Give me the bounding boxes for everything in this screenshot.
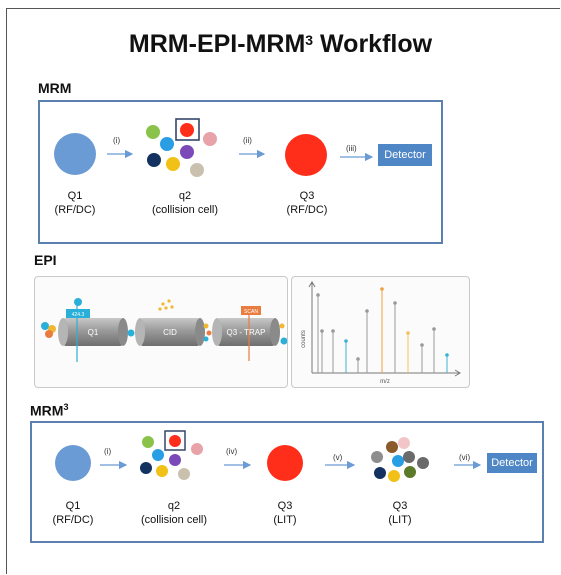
cid-cell (135, 318, 205, 346)
stage-caption: Q3(LIT) (388, 500, 412, 526)
q3-trap (212, 307, 280, 361)
fragment-ions-out (203, 323, 212, 342)
spectrum-x-label: m/z (380, 379, 390, 385)
spectrum-peak-tip (393, 301, 397, 305)
fragment-ion (142, 436, 154, 448)
step-label: (iii) (346, 144, 357, 153)
mrm-section-label: MRM (38, 80, 72, 96)
fragment-ion (160, 137, 174, 151)
fragment-ion (169, 454, 181, 466)
step-label: (v) (333, 453, 343, 462)
fragment-ion (178, 468, 190, 480)
mrm3-panel: (i) (iv) (v) (vi) Detector Q1(RF/DC) q2(… (30, 421, 544, 543)
spectrum-peak-tip (316, 293, 320, 297)
q1-ion (55, 445, 91, 481)
q1-label: Q1 (88, 328, 99, 337)
epi-spectrum-panel: counts m/z (291, 276, 470, 388)
q1-ion (54, 133, 96, 175)
q3-selected-ion (285, 134, 327, 176)
step-label: (i) (104, 447, 112, 456)
mrm3-section-label: MRM3 (30, 402, 69, 419)
step-label: (i) (113, 136, 121, 145)
fragment-ion (191, 443, 203, 455)
stage-caption: q2(collision cell) (151, 190, 219, 216)
q3-selected-ion (267, 445, 303, 481)
detector-box: Detector (378, 144, 432, 166)
spectrum-y-label: counts (301, 330, 307, 348)
detector-box: Detector (487, 453, 537, 473)
epi-instrument-panel: 424.3 Q1 CID Q3 - TRAP SCAN (34, 276, 288, 388)
q2-fragment-cluster (146, 118, 217, 177)
spectrum-peak-tip (356, 357, 360, 361)
mrm-panel: (i) (ii) (iii) Detector Q1(RF/DC) q2(col… (38, 100, 443, 244)
mass-tag-text: 424.3 (72, 312, 85, 318)
epi-spectrum: counts m/z (301, 281, 461, 385)
q3-trap-label: Q3 - TRAP (227, 328, 266, 337)
incoming-ion (45, 330, 53, 338)
spectrum-peak-tip (344, 339, 348, 343)
mrm-diagram (54, 118, 374, 177)
ion-in-transit (127, 329, 135, 337)
spectrum-peak-tip (420, 343, 424, 347)
fragment-ion (203, 132, 217, 146)
selected-ion (169, 435, 181, 447)
scan-tag (241, 306, 261, 315)
step-label: (iv) (226, 447, 238, 456)
fragment-ion (156, 465, 168, 477)
step-label: (ii) (243, 136, 252, 145)
incoming-ion (41, 322, 49, 330)
q1-quadrupole (58, 301, 128, 362)
stage-caption: Q1(RF/DC) (54, 190, 96, 216)
selected-ion-box (164, 430, 186, 451)
step-label: (vi) (459, 453, 471, 462)
scan-tag-text: SCAN (244, 309, 258, 315)
q2-fragment-cluster (140, 430, 203, 480)
spectrum-peak-tip (432, 327, 436, 331)
precursor-ion (74, 298, 82, 306)
page-frame (6, 8, 560, 574)
spectrum-peak-tip (365, 309, 369, 313)
ejected-ions (279, 323, 288, 345)
stage-caption: Q3(LIT) (273, 500, 297, 526)
fragment-ion (190, 163, 204, 177)
selected-ion-box (175, 118, 200, 141)
q3-fragment-cluster (371, 437, 429, 482)
spectrum-peak-tip (445, 353, 449, 357)
stage-caption: Q3(RF/DC) (286, 190, 328, 216)
page-title: MRM-EPI-MRM3 Workflow (128, 30, 433, 58)
mrm3-diagram (55, 430, 482, 482)
fragment-ion (180, 145, 194, 159)
selected-ion (180, 123, 194, 137)
collision-gas (158, 299, 174, 311)
epi-section-label: EPI (34, 252, 57, 268)
fragment-ion (152, 449, 164, 461)
spectrum-peak-tip (406, 331, 410, 335)
mass-tag (66, 309, 90, 318)
cid-label: CID (163, 328, 177, 337)
fragment-ion (140, 462, 152, 474)
fragment-ion (147, 153, 161, 167)
spectrum-peak-tip (320, 329, 324, 333)
stage-caption: Q1(RF/DC) (52, 500, 94, 526)
stage-caption: q2(collision cell) (140, 500, 208, 526)
fragment-ion (166, 157, 180, 171)
fragment-ion (146, 125, 160, 139)
epi-instrument-diagram: 424.3 Q1 CID Q3 - TRAP SCAN (41, 298, 288, 362)
spectrum-peak-tip (331, 329, 335, 333)
spectrum-peak-tip (380, 287, 384, 291)
